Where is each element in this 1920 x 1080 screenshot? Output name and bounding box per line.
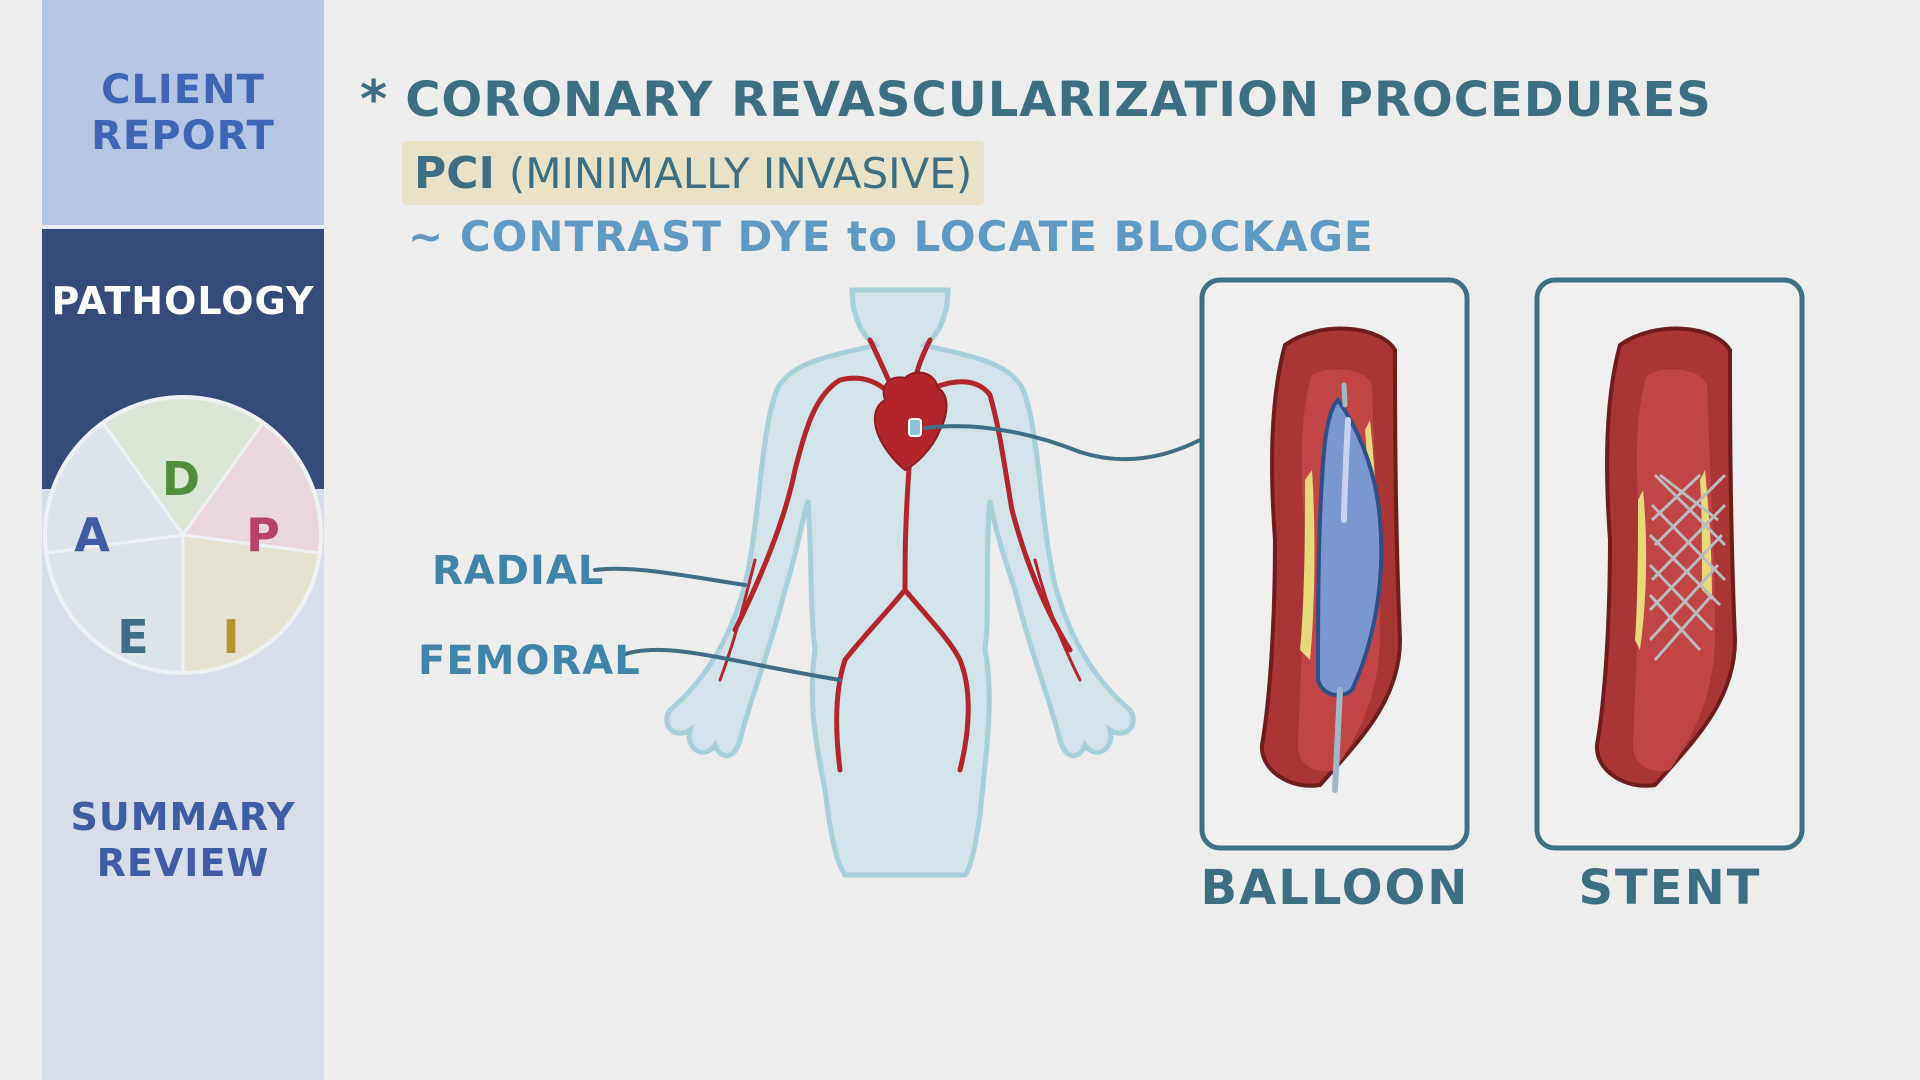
client-report-tab[interactable]: CLIENT REPORT xyxy=(42,0,324,229)
title-row: * CORONARY REVASCULARIZATION PROCEDURES xyxy=(360,70,1712,130)
pathology-label: PATHOLOGY xyxy=(51,279,315,323)
page-title: CORONARY REVASCULARIZATION PROCEDURES xyxy=(405,72,1712,128)
adpie-wheel: D P I E A xyxy=(43,395,323,675)
contrast-note: ~ CONTRAST DYE to LOCATE BLOCKAGE xyxy=(408,212,1374,261)
body-figure xyxy=(664,287,1136,878)
wheel-letter-a[interactable]: A xyxy=(74,508,110,562)
balloon-panel xyxy=(1199,277,1470,851)
pci-label: PCI xyxy=(414,147,495,199)
pci-description: (MINIMALLY INVASIVE) xyxy=(508,148,973,198)
stent-label: STENT xyxy=(1578,860,1762,916)
heart-icon xyxy=(873,371,948,472)
summary-review-tab[interactable]: SUMMARY REVIEW xyxy=(42,780,324,900)
stent-panel xyxy=(1534,277,1805,851)
wheel-letter-d[interactable]: D xyxy=(162,452,200,506)
callout-lines xyxy=(593,424,1202,682)
wheel-letter-i[interactable]: I xyxy=(222,610,239,664)
radial-label: RADIAL xyxy=(432,548,605,594)
wheel-letter-p[interactable]: P xyxy=(246,508,280,562)
pci-highlight: PCI (MINIMALLY INVASIVE) xyxy=(402,141,985,205)
femoral-label: FEMORAL xyxy=(418,638,641,684)
summary-review-label: SUMMARY REVIEW xyxy=(70,795,296,885)
wheel-letter-e[interactable]: E xyxy=(117,610,148,664)
asterisk-icon: * xyxy=(360,70,388,130)
client-report-label: CLIENT REPORT xyxy=(91,66,275,159)
artery-network xyxy=(718,337,1082,773)
balloon-label: BALLOON xyxy=(1200,860,1470,916)
